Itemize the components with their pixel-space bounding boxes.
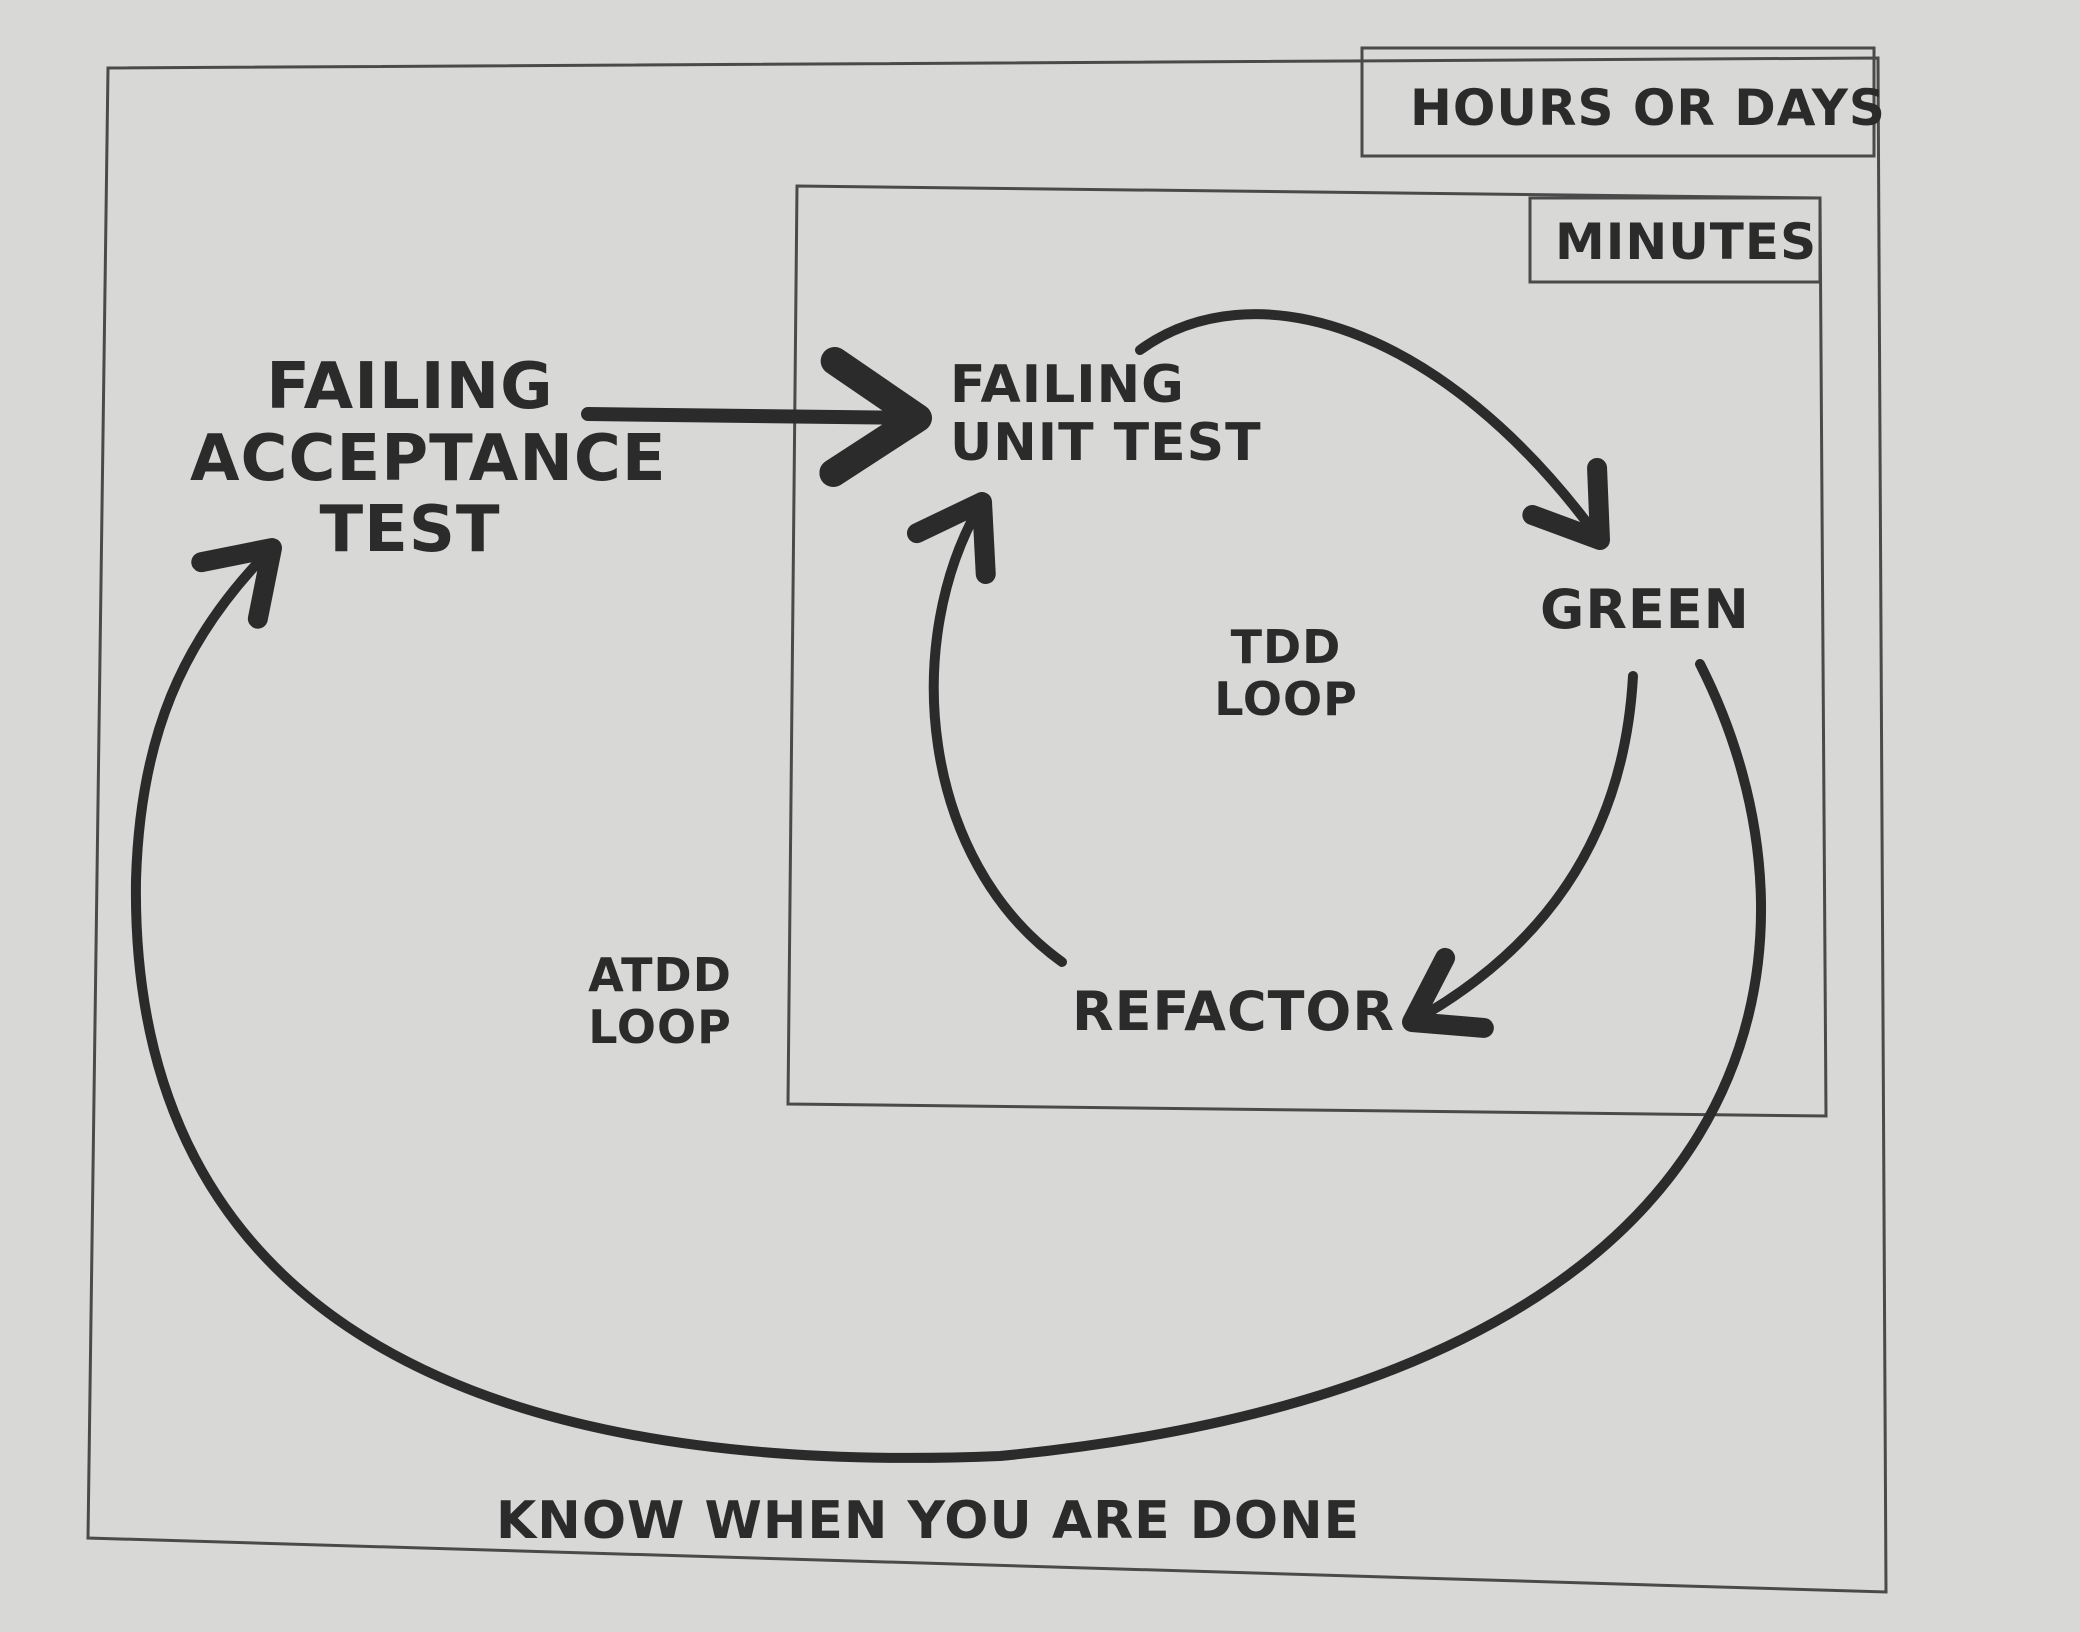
- inner-frame-label: MINUTES: [1555, 213, 1818, 271]
- inner-frame: [786, 184, 1828, 1118]
- arrow-unit-to-green: [1135, 309, 1610, 550]
- acceptance-line-1: FAILING: [266, 350, 554, 424]
- refactor-label: REFACTOR: [1072, 980, 1395, 1043]
- acceptance-line-2: ACCEPTANCE: [190, 421, 667, 496]
- footer-label: KNOW WHEN YOU ARE DONE: [496, 1491, 1361, 1551]
- unit-line-1: FAILING: [950, 355, 1185, 415]
- atdd-line-2: LOOP: [588, 999, 732, 1054]
- acceptance-line-3: TEST: [319, 493, 501, 568]
- acceptance-test-label: FAILING ACCEPTANCE TEST: [190, 350, 667, 568]
- arrow-green-to-refactor: [1402, 671, 1638, 1038]
- arrow-acceptance-to-unit: [581, 346, 932, 487]
- arrow-atdd-loop: [130, 538, 1766, 1463]
- atdd-line-1: ATDD: [588, 948, 732, 1002]
- outer-frame-label-box: [1360, 46, 1876, 158]
- tdd-line-2: LOOP: [1214, 671, 1358, 726]
- inner-frame-label-box: [1528, 196, 1822, 284]
- outer-frame: [86, 56, 1888, 1594]
- atdd-loop-label: ATDD LOOP: [570, 948, 750, 1054]
- unit-test-label: FAILING UNIT TEST: [950, 355, 1262, 474]
- outer-frame-label: HOURS OR DAYS: [1410, 79, 1886, 137]
- tdd-line-1: TDD: [1230, 620, 1342, 674]
- green-label: GREEN: [1540, 578, 1750, 641]
- tdd-loop-label: TDD LOOP: [1196, 620, 1376, 726]
- arrow-refactor-to-unit: [906, 492, 1067, 967]
- unit-line-2: UNIT TEST: [950, 413, 1262, 474]
